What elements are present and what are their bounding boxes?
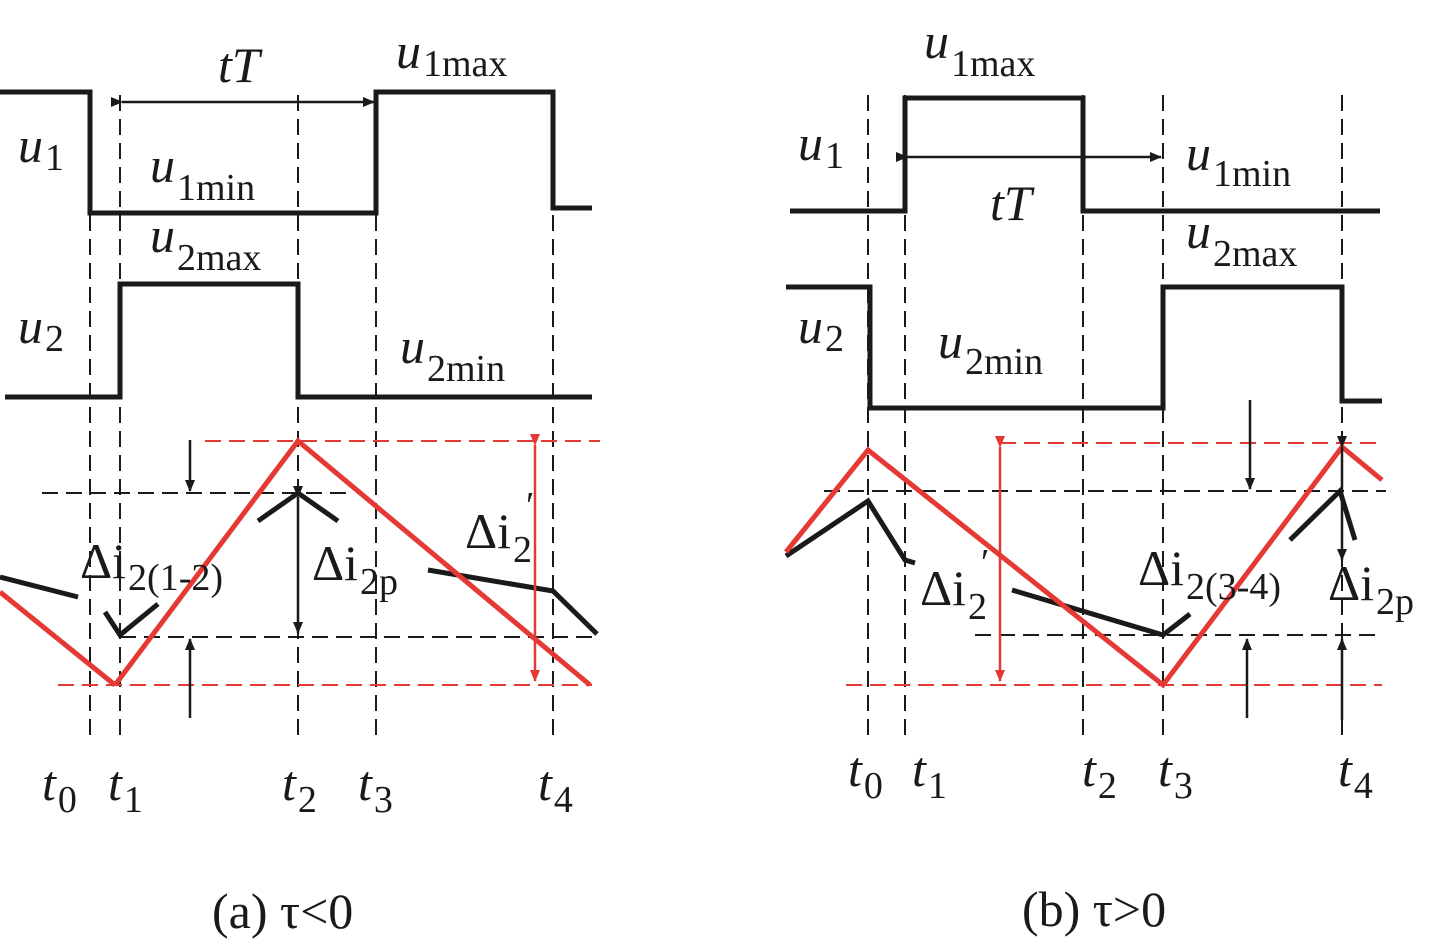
panel-b-t3-label: t3 xyxy=(1158,741,1193,807)
panel-b-tT-label: tT xyxy=(990,175,1035,231)
panel-a-t1-label: t1 xyxy=(108,755,143,821)
panel-a-caption: (a) τ<0 xyxy=(212,883,353,939)
panel-b-t0-label: t0 xyxy=(848,741,883,807)
panel-b: u1 u1max u1min tT u2 u2max u2min Δi2′ Δi… xyxy=(784,13,1414,937)
panel-b-t4-label: t4 xyxy=(1338,741,1373,807)
panel-a-t2-label: t2 xyxy=(282,755,317,821)
panel-b-u2max-label: u2max xyxy=(1186,203,1297,275)
panel-b-caption: (b) τ>0 xyxy=(1022,881,1166,937)
panel-b-t2-label: t2 xyxy=(1082,741,1117,807)
panel-b-u1-waveform xyxy=(790,95,1380,214)
panel-a-di2-prime-label: Δi2′ xyxy=(465,485,534,571)
panel-a-tT-label: tT xyxy=(218,37,263,93)
panel-a: u1 u1max u1min tT u2 u2max u2min Δi2(1-2… xyxy=(0,23,600,939)
panel-a-u2max-label: u2max xyxy=(150,207,261,279)
panel-b-t1-label: t1 xyxy=(912,741,947,807)
panel-a-black-current-trace xyxy=(0,489,599,639)
panel-a-t4-label: t4 xyxy=(538,755,573,821)
panel-a-t3-label: t3 xyxy=(358,755,393,821)
panel-b-di2-prime-label: Δi2′ xyxy=(920,542,989,628)
panel-b-u2-label: u2 xyxy=(798,298,844,360)
panel-a-u2min-label: u2min xyxy=(400,318,505,390)
panel-a-u1max-label: u1max xyxy=(396,23,507,85)
panel-b-u2-waveform xyxy=(786,284,1382,411)
panel-b-u1-label: u1 xyxy=(798,115,844,177)
panel-a-di2p-label: Δi2p xyxy=(312,535,398,603)
panel-a-u1-waveform xyxy=(0,89,592,216)
panel-b-red-current-trace xyxy=(784,443,1384,689)
panel-b-u2min-label: u2min xyxy=(938,313,1043,383)
panel-a-u1-label: u1 xyxy=(18,117,64,179)
panel-a-di12-label: Δi2(1-2) xyxy=(80,533,223,599)
panel-b-u1min-label: u1min xyxy=(1186,125,1291,195)
panel-b-di34-label: Δi2(3-4) xyxy=(1138,540,1281,608)
panel-a-red-current-trace xyxy=(0,437,592,687)
panel-b-u1max-label: u1max xyxy=(924,13,1035,85)
panel-a-u2-waveform xyxy=(5,281,592,400)
panel-a-u2-label: u2 xyxy=(18,298,64,360)
panel-a-t0-label: t0 xyxy=(42,755,77,821)
panel-a-u1min-label: u1min xyxy=(150,137,255,209)
panel-b-di2p-label: Δi2p xyxy=(1328,555,1414,623)
